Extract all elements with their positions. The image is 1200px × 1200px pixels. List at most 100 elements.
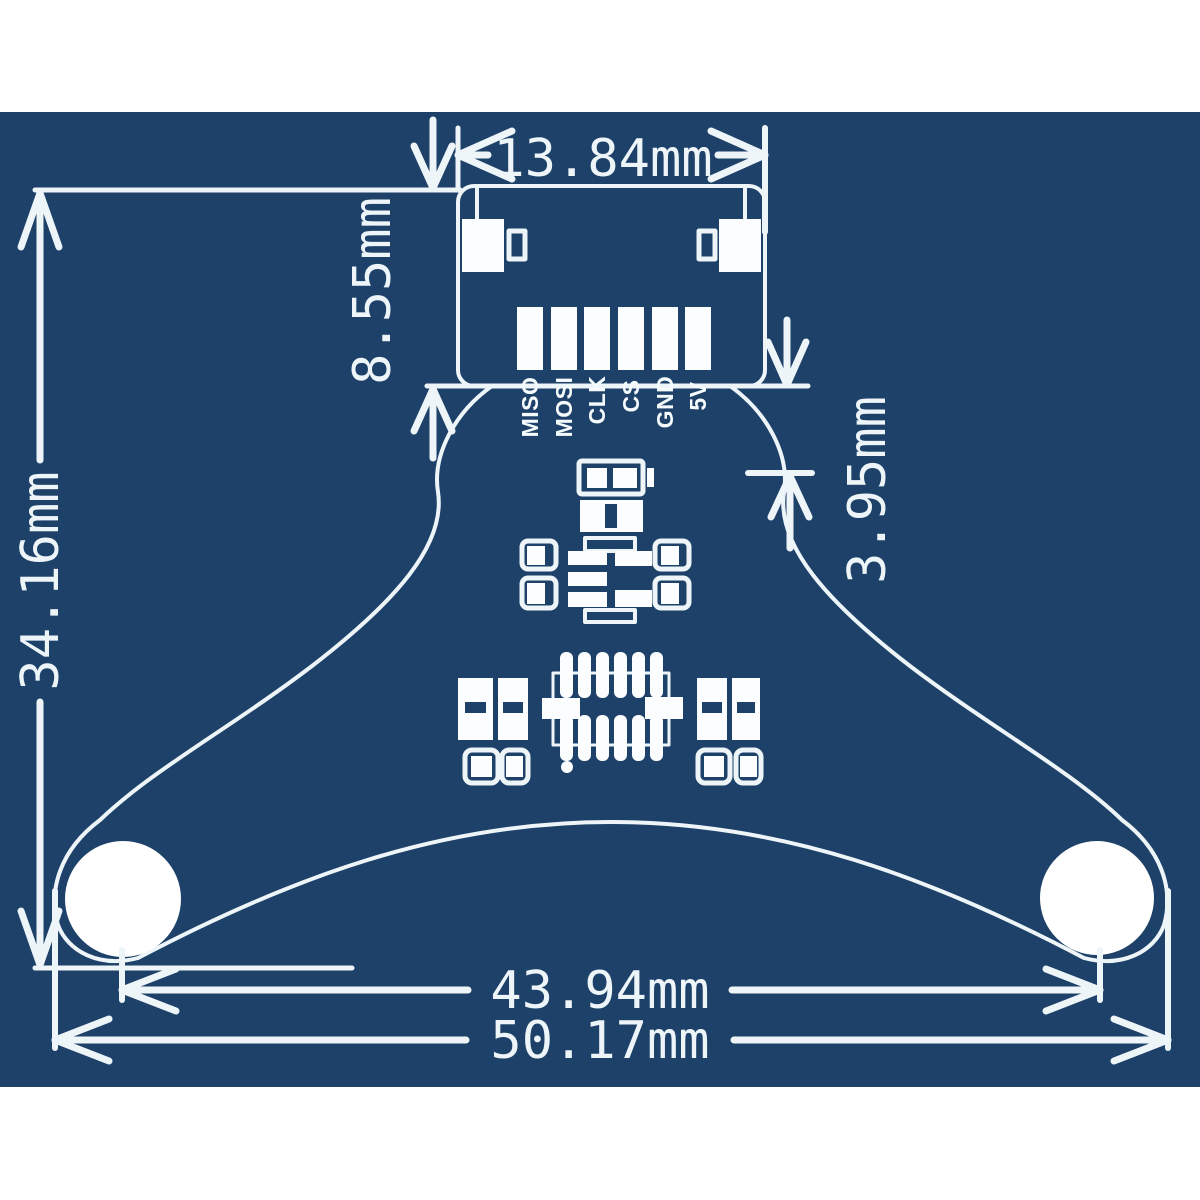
ic-pad	[568, 592, 607, 607]
soic-pad	[632, 715, 645, 761]
dimension-hole-spacing: 43.94mm	[118, 947, 1104, 1021]
pad-fill	[506, 756, 523, 777]
pad-fill	[471, 756, 492, 777]
pad-frame	[499, 747, 531, 786]
pad-frame	[733, 747, 764, 786]
soic-pad	[650, 715, 663, 761]
component-cluster-upper	[519, 458, 692, 624]
pad-fill	[740, 756, 757, 777]
soic-pad	[650, 652, 663, 698]
pad-fill	[704, 756, 724, 777]
arrow-right	[707, 127, 769, 183]
ic-lead-top	[583, 536, 637, 553]
dimension-board-width: 50.17mm	[51, 888, 1172, 1071]
arrow-left	[118, 965, 180, 1015]
soic-pad	[560, 715, 573, 761]
connector-pad	[517, 307, 543, 370]
arrow-right	[1042, 965, 1104, 1015]
two-pad-component	[580, 500, 643, 532]
pin-label-mosi: MOSI	[551, 377, 577, 438]
component-cluster-lower	[458, 652, 764, 786]
battery-cell	[587, 468, 607, 488]
dimension-connector-height: 8.55mm	[343, 116, 456, 462]
connector-tab-right	[719, 219, 761, 272]
board-outline	[52, 384, 1170, 963]
mounting-hole-left	[65, 841, 181, 957]
arrow-left	[51, 1015, 113, 1065]
mounting-hole-right	[1040, 841, 1154, 955]
dimension-label-connector-height: 8.55mm	[343, 197, 403, 385]
battery-terminal	[647, 468, 654, 487]
connector-tab-left	[462, 219, 504, 272]
connector-slot-right	[696, 228, 718, 262]
pad-frame	[652, 575, 692, 611]
connector-pad	[618, 307, 644, 370]
pin-label-cs: CS	[618, 380, 644, 413]
pad-fill	[661, 546, 679, 565]
soic-pad	[578, 715, 591, 761]
board-outline-group	[52, 184, 1170, 963]
crossing-pad-right	[645, 697, 683, 719]
pad-fill	[661, 583, 679, 604]
battery-outline	[576, 458, 646, 497]
component-gap	[605, 504, 617, 528]
dimension-label-hole-spacing: 43.94mm	[490, 961, 709, 1021]
soic-pad	[578, 652, 591, 698]
dimension-label-board-height: 34.16mm	[11, 471, 71, 690]
soic-pad	[596, 652, 609, 698]
dimension-connector-width: 13.84mm	[454, 125, 769, 235]
connector-pads	[517, 307, 711, 370]
soic-pad	[596, 715, 609, 761]
arrow-up	[767, 472, 813, 521]
connector-pad	[652, 307, 678, 370]
chip-gap	[465, 702, 486, 713]
chip-gap	[737, 702, 755, 713]
pin1-marker	[561, 761, 573, 773]
pin-label-gnd: GND	[652, 376, 678, 429]
arrow-down	[764, 338, 810, 389]
ic-pad	[615, 551, 652, 566]
pad-fill	[527, 583, 545, 604]
ic-lead-bottom	[583, 608, 637, 624]
dimension-label-board-width: 50.17mm	[490, 1011, 709, 1071]
ic-pad	[568, 551, 607, 565]
dimension-label-connector-width: 13.84mm	[493, 129, 712, 189]
pin-labels: MISO MOSI CLK CS GND 5V	[517, 376, 711, 438]
soic-pads-top	[560, 652, 663, 698]
passive-group-right	[695, 678, 764, 786]
battery-icon	[576, 458, 654, 497]
arrow-left	[454, 127, 516, 183]
battery-cell	[613, 468, 637, 488]
crossing-pad-left	[542, 698, 580, 719]
arrow-up	[410, 385, 456, 435]
connector-pad	[685, 307, 711, 370]
connector-pad	[584, 307, 610, 370]
pin-label-5v: 5V	[685, 381, 711, 410]
chip-gap	[503, 702, 523, 713]
chip-gap	[702, 702, 722, 713]
soic-pad	[614, 652, 627, 698]
pad-frame	[695, 747, 733, 786]
connector-details: MISO MOSI CLK CS GND 5V	[462, 186, 761, 438]
soic-pad	[560, 652, 573, 698]
pad-frame	[652, 538, 692, 572]
ic-pad	[615, 590, 652, 607]
soic-pad	[632, 652, 645, 698]
pad-frame	[462, 747, 501, 786]
dimension-label-pad-offset: 3.95mm	[838, 396, 898, 584]
arrow-up	[17, 189, 63, 251]
dimension-pad-offset: 3.95mm	[745, 316, 898, 584]
passive-group-left	[458, 678, 531, 786]
dimension-board-height: 34.16mm	[11, 187, 463, 971]
connector-pad	[551, 307, 577, 370]
soic-pads-bottom	[560, 715, 663, 761]
pin-label-clk: CLK	[584, 376, 610, 425]
pad-frame	[519, 575, 559, 611]
pad-frame	[519, 538, 559, 572]
passives-row	[519, 536, 692, 624]
soic-pad	[614, 715, 627, 761]
pad-fill	[527, 546, 545, 565]
ic-pad	[568, 572, 607, 586]
